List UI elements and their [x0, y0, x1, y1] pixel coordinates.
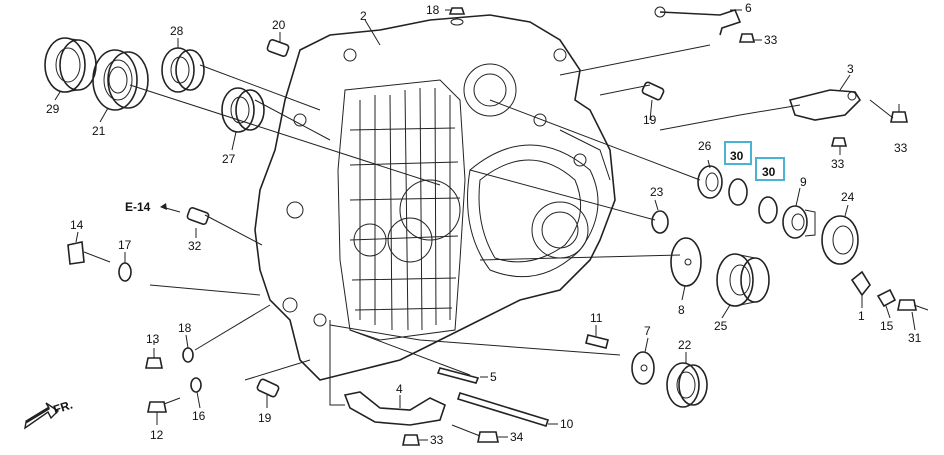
reference-arrow-icon: [160, 203, 167, 210]
callout-8[interactable]: 8: [678, 303, 685, 317]
bearing-22[interactable]: [666, 362, 708, 408]
bolt-31[interactable]: [897, 299, 929, 311]
callout-17[interactable]: 17: [118, 238, 132, 252]
bolt-34[interactable]: [451, 424, 499, 443]
pin-32[interactable]: [186, 206, 210, 226]
pipe-6[interactable]: [654, 6, 742, 36]
callout-33-c[interactable]: 33: [894, 141, 908, 155]
thrust-washer-8[interactable]: [670, 237, 702, 287]
bracket-3[interactable]: [788, 89, 862, 121]
callout-leaders: [54, 9, 916, 441]
callout-6[interactable]: 6: [745, 1, 752, 15]
callout-19-bottom[interactable]: 19: [258, 411, 272, 425]
oil-seal-28[interactable]: [161, 47, 205, 93]
callout-18-top[interactable]: 18: [426, 3, 440, 17]
dowel-pin-19-bottom[interactable]: [256, 378, 280, 398]
sensor-9[interactable]: [782, 205, 816, 239]
bolt-33-d[interactable]: [402, 434, 420, 446]
bolt-33-b[interactable]: [830, 137, 848, 147]
callout-12[interactable]: 12: [150, 428, 164, 442]
callout-34[interactable]: 34: [510, 430, 524, 444]
bolt-33-c[interactable]: [890, 104, 908, 123]
callout-9[interactable]: 9: [800, 175, 807, 189]
callout-2[interactable]: 2: [360, 9, 367, 23]
callout-14[interactable]: 14: [70, 218, 84, 232]
bolt-13[interactable]: [145, 348, 163, 369]
callout-4[interactable]: 4: [396, 382, 403, 396]
bolt-33-a[interactable]: [738, 33, 756, 43]
callout-1[interactable]: 1: [858, 309, 865, 323]
front-label: FR.: [52, 398, 75, 417]
washer-17[interactable]: [118, 262, 132, 282]
callout-labels: 18 20 2 6 33 3 33 33 19 26 30 30 9 24 23…: [46, 1, 922, 447]
washer-16[interactable]: [190, 377, 202, 393]
callout-19-top[interactable]: 19: [643, 113, 657, 127]
rod-10[interactable]: [456, 392, 550, 427]
callout-7[interactable]: 7: [644, 324, 651, 338]
callout-20[interactable]: 20: [272, 18, 286, 32]
pin-5[interactable]: [436, 367, 480, 384]
gear-24[interactable]: [821, 215, 859, 265]
sensor-14[interactable]: [67, 241, 111, 265]
callout-10[interactable]: 10: [560, 417, 574, 431]
leader-lines: [129, 44, 801, 406]
oil-seal-27[interactable]: [221, 87, 265, 133]
callout-25[interactable]: 25: [714, 319, 728, 333]
clip-1[interactable]: [850, 270, 871, 297]
callout-30-b[interactable]: 30: [762, 165, 776, 179]
callout-33-b[interactable]: 33: [831, 157, 845, 171]
reference-e14[interactable]: E-14: [125, 200, 181, 214]
highlight-box-30-a: [724, 141, 752, 165]
washer-18-bottom[interactable]: [182, 347, 194, 363]
gear-25[interactable]: [716, 253, 770, 307]
callout-27[interactable]: 27: [222, 152, 236, 166]
callout-13[interactable]: 13: [146, 332, 160, 346]
front-direction-indicator: FR.: [24, 398, 75, 430]
transmission-housing[interactable]: [254, 14, 616, 381]
needle-bearing-23[interactable]: [651, 210, 669, 234]
callout-32[interactable]: 32: [188, 239, 202, 253]
callout-31[interactable]: 31: [908, 331, 922, 345]
callout-18-bottom[interactable]: 18: [178, 321, 192, 335]
bearing-21[interactable]: [92, 49, 149, 111]
dowel-pin-20[interactable]: [266, 38, 290, 58]
o-ring-30-a[interactable]: [728, 178, 748, 206]
callout-33-a[interactable]: 33: [764, 33, 778, 47]
reference-label[interactable]: E-14: [125, 200, 151, 214]
washer-7[interactable]: [631, 351, 655, 385]
callout-22[interactable]: 22: [678, 338, 692, 352]
plate-4[interactable]: [343, 391, 446, 426]
dowel-pin-19-top[interactable]: [641, 81, 665, 101]
callout-33-d[interactable]: 33: [430, 433, 444, 447]
callout-30-a[interactable]: 30: [730, 149, 744, 163]
bolt-12[interactable]: [147, 397, 181, 413]
oil-seal-29[interactable]: [44, 37, 97, 93]
pin-11[interactable]: [585, 334, 609, 349]
o-ring-30-b[interactable]: [758, 196, 778, 224]
bracket-15[interactable]: [876, 288, 897, 308]
callout-15[interactable]: 15: [880, 319, 894, 333]
callout-26[interactable]: 26: [698, 139, 712, 153]
bolt-18-top[interactable]: [448, 7, 466, 26]
callout-28[interactable]: 28: [170, 24, 184, 38]
callout-11[interactable]: 11: [590, 311, 603, 325]
callout-5[interactable]: 5: [490, 370, 497, 384]
callout-24[interactable]: 24: [841, 190, 855, 204]
callout-23[interactable]: 23: [650, 185, 664, 199]
callout-29[interactable]: 29: [46, 102, 60, 116]
bearing-26[interactable]: [697, 165, 723, 199]
callout-3[interactable]: 3: [847, 62, 854, 76]
highlight-box-30-b: [755, 157, 785, 181]
callout-21[interactable]: 21: [92, 124, 106, 138]
callout-16[interactable]: 16: [192, 409, 206, 423]
